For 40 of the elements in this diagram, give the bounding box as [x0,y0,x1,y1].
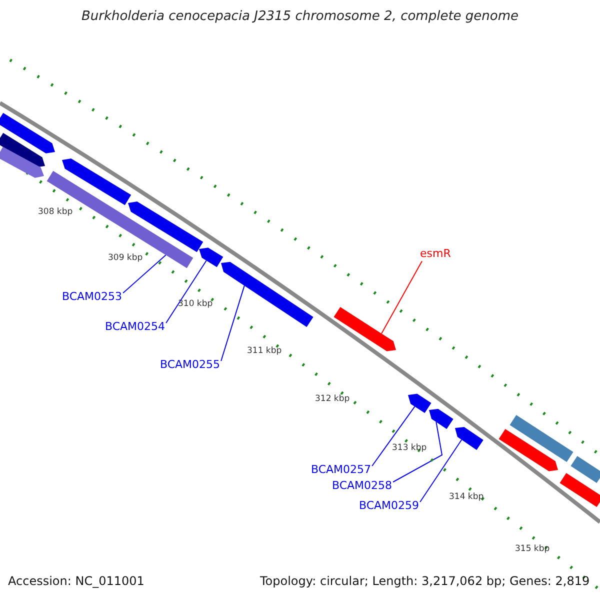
scale-label: 311 kbp [247,347,282,356]
gene-label: BCAM0255 [160,359,220,372]
gene-feature-block [429,408,454,429]
gene-feature-block [510,414,574,462]
gene-label: BCAM0259 [359,500,420,512]
gene-label: esmR [420,248,451,260]
scale-label: 312 kbp [315,395,350,404]
gene-feature-block [408,394,432,414]
scale-label: 308 kbp [38,208,73,218]
gene-feature-block [0,132,45,168]
gene-label: BCAM0257 [311,464,372,476]
scale-label: 314 kbp [449,493,484,502]
gene-feature-block [0,112,55,154]
scale-label: 313 kbp [392,444,427,454]
gene-feature-block [62,158,132,206]
leader-line [372,406,416,466]
gene-feature-block [570,456,600,484]
gene-feature-block [560,472,600,508]
leader-line [392,422,443,482]
leader-line [166,260,207,324]
gene-feature-block [0,146,44,178]
scale-label: 309 kbp [108,254,143,264]
gene-feature-block [334,306,396,352]
diagram-title: Burkholderia cenocepacia J2315 chromosome 2, complete genome [80,10,520,24]
leader-line [122,254,166,294]
leader-line [220,285,245,362]
gene-feature-block [199,248,224,268]
gene-feature-block [498,428,558,472]
leader-line [381,260,422,334]
gene-feature-block [128,202,204,252]
gene-feature-block [221,262,314,327]
gene-label: BCAM0254 [105,321,166,334]
genome-info: Accession: NC_011001 [8,575,144,588]
scale-label: 310 kbp [178,300,213,310]
leader-line [420,439,462,502]
gene-label: BCAM0258 [332,480,392,492]
gene-feature-block [455,426,484,450]
scale-label: 315 kbp [515,545,550,554]
gene-label: BCAM0253 [62,291,122,304]
genome-info: Topology: circular; Length: 3,217,062 bp; Genes: 2,819 [260,575,590,588]
